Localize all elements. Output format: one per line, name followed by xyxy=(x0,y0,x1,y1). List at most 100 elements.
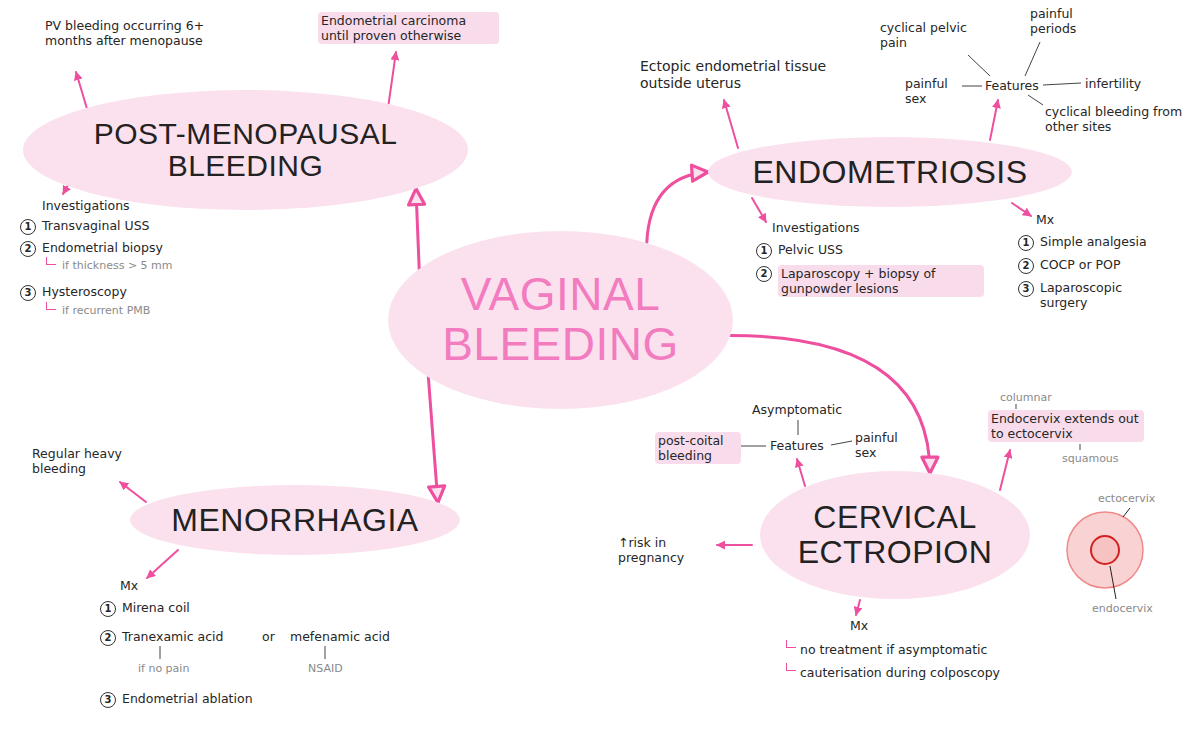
note-text: Mx xyxy=(120,578,138,593)
sub-note: squamous xyxy=(1062,452,1119,465)
note-text: painful periods xyxy=(1030,6,1100,36)
note-text: Mx xyxy=(1036,212,1054,227)
highlighted-note: Endometrial carcinoma until proven other… xyxy=(318,12,499,44)
topic-title: MENORRHAGIA xyxy=(171,503,418,538)
note-text: Mx xyxy=(850,618,868,633)
feature-line xyxy=(1028,95,1043,105)
note-text: Features xyxy=(985,78,1039,93)
highlighted-note: Endocervix extends out to ectocervix xyxy=(988,410,1144,442)
sub-note: if recurrent PMB xyxy=(62,304,150,317)
topic-ellipse: MENORRHAGIA xyxy=(130,485,460,555)
feature-line xyxy=(798,420,799,435)
feature-line xyxy=(160,646,161,659)
endocervix-ring xyxy=(1091,536,1119,564)
ectocervix-ring xyxy=(1067,512,1143,588)
sub-note: NSAID xyxy=(308,662,343,675)
step-number: 2 xyxy=(100,630,116,646)
feature-line xyxy=(968,55,990,76)
sub-note: endocervix xyxy=(1092,602,1153,615)
step-number: 2 xyxy=(756,266,772,282)
pointer-arrow xyxy=(1012,203,1031,216)
note-text: or xyxy=(262,629,275,644)
step-number: 3 xyxy=(100,692,116,708)
sub-arrow xyxy=(46,257,56,265)
note-text: cyclical bleeding from other sites xyxy=(1045,104,1185,134)
note-text: Ectopic endometrial tissue outside uteru… xyxy=(640,58,850,92)
step-number: 1 xyxy=(20,219,36,235)
note-text: COCP or POP xyxy=(1040,257,1120,272)
feature-line xyxy=(1016,404,1017,409)
step-number: 1 xyxy=(1018,235,1034,251)
sub-note: columnar xyxy=(1000,391,1052,404)
note-text: Endometrial biopsy xyxy=(42,240,163,255)
note-text: cyclical pelvic pain xyxy=(880,20,990,50)
note-text: Regular heavy bleeding xyxy=(32,446,142,476)
topic-title: ENDOMETRIOSIS xyxy=(753,155,1028,190)
branch-arrow xyxy=(730,335,930,473)
cervix-illustration xyxy=(1067,508,1143,599)
note-text: mefenamic acid xyxy=(290,629,390,644)
note-text: no treatment if asymptomatic xyxy=(800,642,987,657)
note-text: Pelvic USS xyxy=(778,242,843,257)
sub-note: ectocervix xyxy=(1098,492,1155,505)
step-number: 3 xyxy=(1018,281,1034,297)
note-text: Investigations xyxy=(772,220,860,235)
topic-title: POST-MENOPAUSAL BLEEDING xyxy=(76,118,416,183)
note-text: Tranexamic acid xyxy=(122,629,223,644)
topic-title: CERVICAL ECTROPION xyxy=(795,500,995,569)
leader-line xyxy=(1123,508,1130,517)
feature-line xyxy=(325,646,326,659)
step-number: 3 xyxy=(20,285,36,301)
branch-arrow xyxy=(428,377,438,502)
step-number: 1 xyxy=(756,243,772,259)
pointer-arrow xyxy=(724,100,738,148)
pointer-arrow xyxy=(388,52,396,108)
sub-note: if thickness > 5 mm xyxy=(62,259,173,272)
note-text: Laparoscopic surgery xyxy=(1040,280,1140,310)
note-text: Transvaginal USS xyxy=(42,218,150,233)
step-number: 2 xyxy=(1018,258,1034,274)
sub-arrow xyxy=(46,302,56,310)
pointer-arrow xyxy=(717,544,752,546)
note-text: Simple analgesia xyxy=(1040,234,1147,249)
feature-line xyxy=(831,441,852,445)
note-text: infertility xyxy=(1085,76,1141,91)
topic-ellipse: CERVICAL ECTROPION xyxy=(760,471,1030,599)
note-text: painful sex xyxy=(905,76,960,106)
topic-ellipse: POST-MENOPAUSAL BLEEDING xyxy=(23,90,468,210)
step-number: 1 xyxy=(100,601,116,617)
feature-line xyxy=(1080,444,1081,450)
feature-line xyxy=(1025,42,1040,76)
highlighted-note: Laparoscopy + biopsy of gunpowder lesion… xyxy=(778,265,984,297)
pointer-arrow xyxy=(120,482,146,502)
sub-arrow xyxy=(786,640,796,648)
topic-ellipse: ENDOMETRIOSIS xyxy=(708,137,1072,207)
feature-line xyxy=(962,86,982,87)
note-text: PV bleeding occurring 6+ months after me… xyxy=(45,18,215,48)
topic-ellipse: VAGINAL BLEEDING xyxy=(388,231,733,409)
note-text: painful sex xyxy=(855,430,910,460)
highlighted-note: post-coital bleeding xyxy=(655,432,741,464)
pointer-arrow xyxy=(856,600,860,615)
feature-line xyxy=(1043,83,1081,85)
note-text: Asymptomatic xyxy=(752,402,842,417)
branch-arrow xyxy=(647,172,708,243)
leader-line xyxy=(1110,566,1116,599)
pointer-arrow xyxy=(797,459,805,486)
pointer-arrow xyxy=(990,100,998,140)
sub-arrow xyxy=(786,663,796,671)
branch-arrow xyxy=(416,189,419,269)
sub-note: if no pain xyxy=(138,662,189,675)
note-text: Features xyxy=(770,438,824,453)
feature-line xyxy=(740,446,766,447)
note-text: Investigations xyxy=(42,198,130,213)
pointer-arrow xyxy=(752,198,766,222)
note-text: cauterisation during colposcopy xyxy=(800,665,1000,680)
note-text: Hysteroscopy xyxy=(42,284,127,299)
pointer-arrow xyxy=(1000,450,1010,490)
step-number: 2 xyxy=(20,241,36,257)
note-text: Endometrial ablation xyxy=(122,691,253,706)
topic-title: VAGINAL BLEEDING xyxy=(431,270,691,369)
pointer-arrow xyxy=(76,72,88,112)
